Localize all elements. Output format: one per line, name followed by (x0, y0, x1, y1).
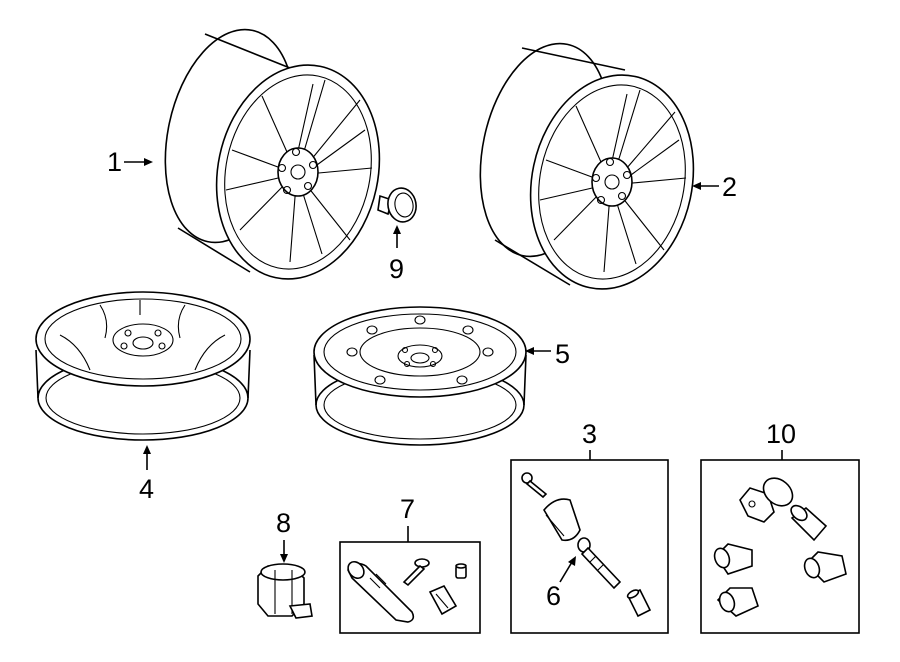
callout-9: 9 (389, 225, 404, 284)
callout-2-label: 2 (722, 172, 737, 202)
callout-7-label: 7 (400, 494, 415, 524)
callout-5: 5 (525, 339, 570, 369)
callout-5-label: 5 (555, 339, 570, 369)
callout-2: 2 (692, 172, 737, 202)
part-7-valve-stem-kit[interactable] (339, 541, 481, 634)
part-10-wheel-lock-kit[interactable] (700, 459, 860, 634)
callout-3-label: 3 (582, 419, 597, 449)
callout-6: 6 (546, 556, 576, 611)
callout-8-label: 8 (276, 508, 291, 538)
callout-4: 4 (139, 445, 154, 504)
part-3-tpms-sensor-kit[interactable] (510, 459, 669, 634)
part-5-spare-wheel[interactable] (313, 306, 527, 446)
callout-3: 3 (582, 419, 597, 460)
callout-10: 10 (766, 419, 796, 460)
part-1-alloy-wheel[interactable] (147, 17, 399, 294)
part-9-center-cap[interactable] (377, 186, 419, 224)
callout-6-label: 6 (546, 581, 561, 611)
callout-8: 8 (276, 508, 291, 563)
callout-10-label: 10 (766, 419, 796, 449)
callout-4-label: 4 (139, 474, 154, 504)
part-2-alloy-wheel[interactable] (462, 31, 713, 304)
part-8-lug-nut[interactable] (257, 563, 313, 619)
callout-1-label: 1 (107, 147, 122, 177)
part-4-steel-wheel[interactable] (35, 291, 251, 441)
callout-7: 7 (400, 494, 415, 542)
callout-9-label: 9 (389, 254, 404, 284)
callout-1: 1 (107, 147, 153, 177)
